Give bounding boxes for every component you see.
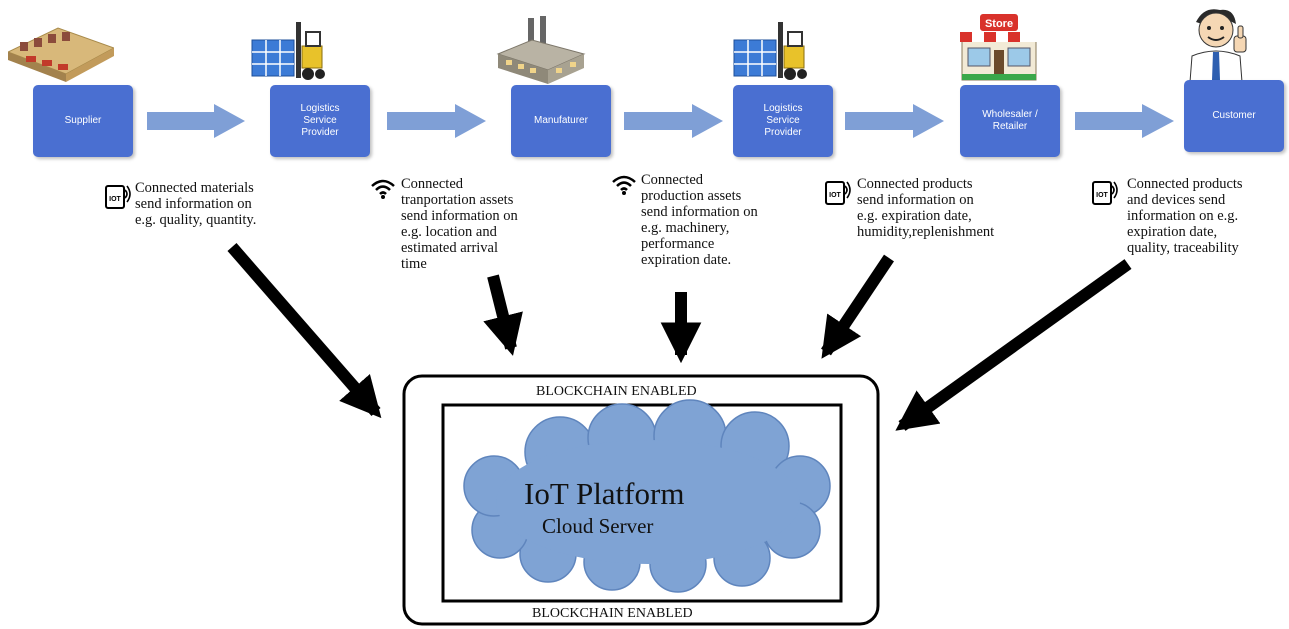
forklift-icon xyxy=(251,22,325,80)
blockchain-label-bottom: BLOCKCHAIN ENABLED xyxy=(532,606,693,621)
flow-arrow-1 xyxy=(147,104,245,138)
store-sign-text: Store xyxy=(985,18,1013,30)
data-arrow-1 xyxy=(227,243,382,419)
stage-box-supplier: Supplier xyxy=(33,85,133,157)
data-arrow-4 xyxy=(821,254,894,359)
stage-box-manufacturer: Manufaturer xyxy=(511,85,611,157)
iot-icon: IOT xyxy=(1092,181,1118,205)
flow-arrow-5 xyxy=(1075,104,1174,138)
stage-box-logistics-2: Logistics Service Provider xyxy=(733,85,833,157)
cloud-title: IoT Platform xyxy=(524,476,685,511)
cloud-subtitle: Cloud Server xyxy=(542,514,654,538)
flow-arrows xyxy=(147,104,1174,138)
svg-text:IOT: IOT xyxy=(1096,192,1108,199)
svg-text:IOT: IOT xyxy=(829,192,841,199)
stage-box-customer: Customer xyxy=(1184,80,1284,152)
flow-arrow-3 xyxy=(624,104,723,138)
iot-icon: IOT xyxy=(825,181,851,205)
stage-box-logistics-1: Logistics Service Provider xyxy=(270,85,370,157)
customer-thumbs-up-icon xyxy=(1189,9,1247,82)
info-note-transport: Connected tranportation assets send info… xyxy=(401,176,518,272)
flow-arrow-4 xyxy=(845,104,944,138)
data-arrow-2 xyxy=(483,274,523,356)
forklift-icon xyxy=(733,22,807,80)
warehouse-icon xyxy=(8,27,114,82)
data-arrow-5 xyxy=(895,259,1132,431)
data-arrows xyxy=(227,243,1132,431)
wifi-icon xyxy=(612,175,636,195)
info-note-customer: Connected products and devices send info… xyxy=(1127,176,1243,256)
factory-icon xyxy=(496,16,586,84)
wifi-icon xyxy=(371,179,395,199)
info-note-supplier: Connected materials send information on … xyxy=(135,180,257,228)
info-note-products: Connected products send information on e… xyxy=(857,176,995,240)
store-icon: Store xyxy=(960,14,1038,81)
stage-box-wholesaler-retailer: Wholesaler / Retailer xyxy=(960,85,1060,157)
iot-icon: IOT xyxy=(105,185,131,209)
blockchain-label-top: BLOCKCHAIN ENABLED xyxy=(536,384,697,399)
flow-arrow-2 xyxy=(387,104,486,138)
info-note-production: Connected production assets send informa… xyxy=(641,172,758,268)
svg-text:IOT: IOT xyxy=(109,196,121,203)
